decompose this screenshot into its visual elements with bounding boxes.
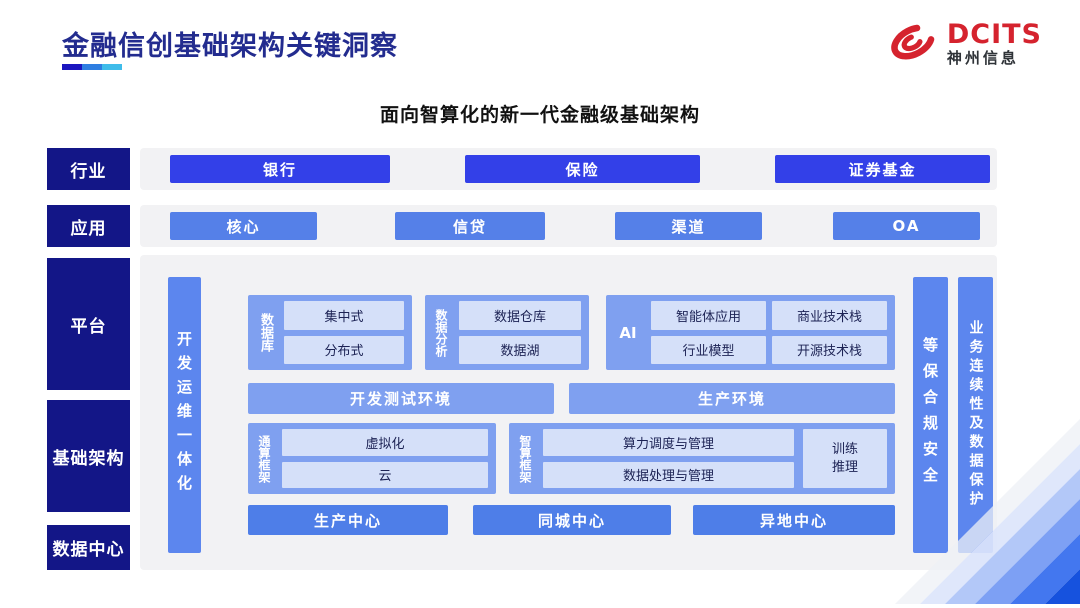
security-compliance-bar: 等保合规安全 [913, 277, 948, 553]
database-item-centralized: 集中式 [284, 301, 404, 330]
analytics-item-warehouse: 数据仓库 [459, 301, 581, 330]
train-inference-box: 训练 推理 [803, 429, 887, 488]
row-label-industry: 行业 [47, 148, 130, 190]
row-label-application: 应用 [47, 205, 130, 247]
application-strip: 核心 信贷 渠道 OA [140, 205, 997, 247]
logo-company: 神州信息 [946, 49, 1019, 68]
industry-item-insurance: 保险 [465, 155, 700, 183]
devops-bar: 开发运维一体化 [168, 277, 201, 553]
analytics-item-lake: 数据湖 [459, 335, 581, 364]
general-compute-label: 通算框架 [257, 434, 271, 483]
application-item-channel: 渠道 [615, 212, 762, 240]
row-label-infrastructure: 基础架构 [47, 400, 130, 512]
dcits-logo: DCITS 神州信息 [887, 16, 1042, 72]
center-same-city: 同城中心 [473, 505, 671, 535]
general-compute-item-virtualization: 虚拟化 [282, 429, 488, 456]
ai-item-agent-apps: 智能体应用 [651, 301, 766, 330]
industry-item-securities: 证券基金 [775, 155, 990, 183]
center-remote: 异地中心 [693, 505, 895, 535]
ai-group: AI 智能体应用 商业技术栈 行业模型 开源技术栈 [606, 295, 895, 370]
analytics-group-label: 数据分析 [434, 308, 448, 357]
center-production: 生产中心 [248, 505, 448, 535]
database-group-label: 数据库 [258, 313, 273, 352]
database-group: 数据库 集中式 分布式 [248, 295, 412, 370]
industry-strip: 银行 保险 证券基金 [140, 148, 997, 190]
application-item-core: 核心 [170, 212, 317, 240]
database-item-distributed: 分布式 [284, 335, 404, 364]
logo-swirl-icon [887, 16, 939, 72]
business-continuity-bar: 业务连续性及数据保护 [958, 277, 993, 553]
ai-item-industry-model: 行业模型 [651, 335, 766, 364]
row-label-datacenter: 数据中心 [47, 525, 130, 570]
architecture-panel: 开发运维一体化 数据库 集中式 分布式 数据分析 数据仓库 数据湖 AI 智能体… [140, 255, 997, 570]
intelligent-compute-item-dataproc: 数据处理与管理 [543, 461, 794, 488]
intelligent-compute-item-scheduling: 算力调度与管理 [543, 429, 794, 456]
industry-item-bank: 银行 [170, 155, 390, 183]
ai-item-commercial-stack: 商业技术栈 [772, 301, 887, 330]
ai-group-label: AI [619, 323, 637, 342]
application-item-credit: 信贷 [395, 212, 545, 240]
intelligent-compute-group: 智算框架 算力调度与管理 数据处理与管理 训练 推理 [509, 423, 895, 494]
page-title: 金融信创基础架构关键洞察 [62, 31, 398, 62]
general-compute-group: 通算框架 虚拟化 云 [248, 423, 496, 494]
analytics-group: 数据分析 数据仓库 数据湖 [425, 295, 589, 370]
devtest-env-bar: 开发测试环境 [248, 383, 554, 414]
intelligent-compute-label: 智算框架 [518, 434, 532, 483]
title-underline [62, 64, 122, 70]
general-compute-item-cloud: 云 [282, 461, 488, 488]
row-label-platform: 平台 [47, 258, 130, 390]
ai-item-oss-stack: 开源技术栈 [772, 335, 887, 364]
application-item-oa: OA [833, 212, 980, 240]
production-env-bar: 生产环境 [569, 383, 895, 414]
logo-brand: DCITS [946, 18, 1042, 50]
diagram-title: 面向智算化的新一代金融级基础架构 [379, 104, 700, 126]
